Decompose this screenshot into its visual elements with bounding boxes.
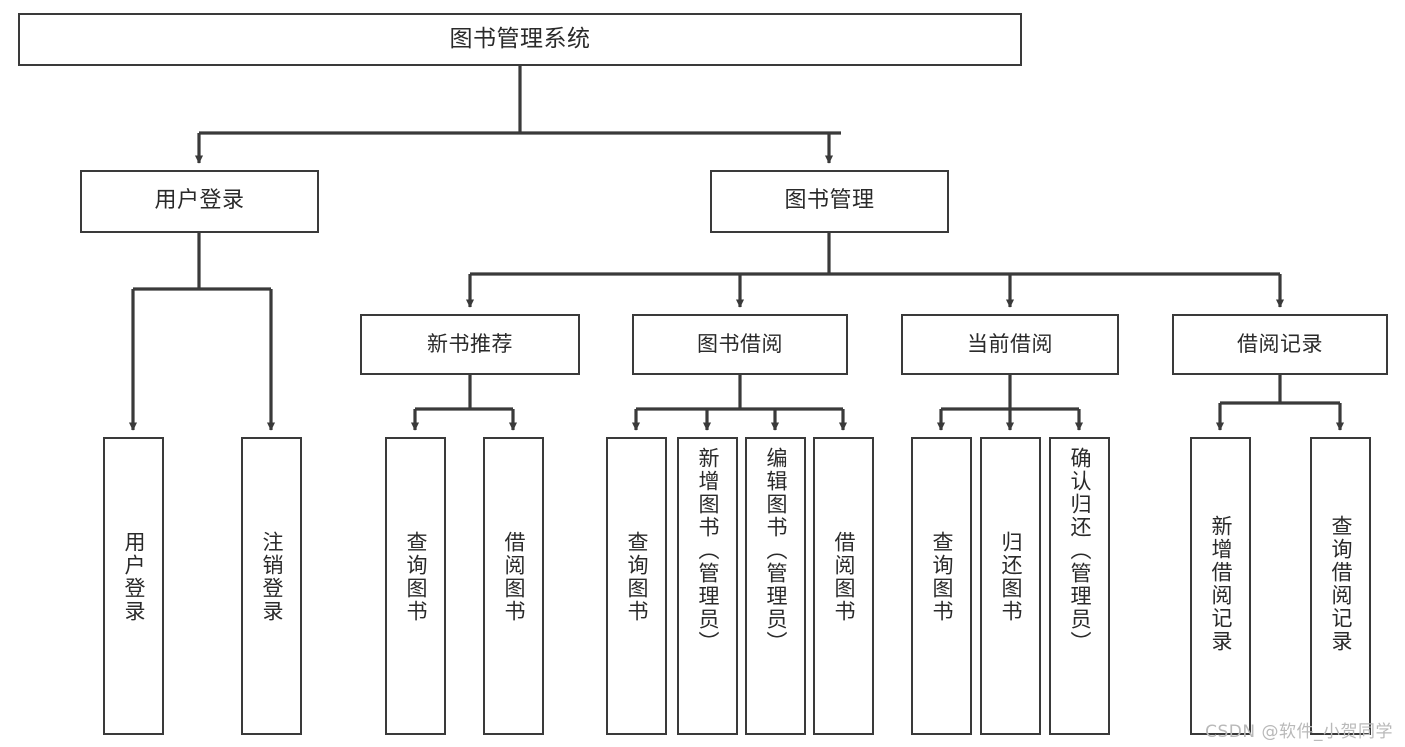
node-book-management[interactable]: 图书管理 (710, 170, 949, 233)
node-root-book-management-system[interactable]: 图书管理系统 (18, 13, 1022, 66)
leaf-new-book-borrow-books[interactable]: 借阅图书 (483, 437, 544, 735)
node-label: 查询图书 (625, 531, 649, 623)
leaf-borrow-query-books[interactable]: 查询图书 (606, 437, 667, 735)
node-label: 借阅图书 (832, 531, 856, 623)
node-label: 查询借阅记录 (1329, 515, 1353, 653)
node-new-book-recommend[interactable]: 新书推荐 (360, 314, 580, 375)
node-user-login[interactable]: 用户登录 (80, 170, 319, 233)
leaf-current-query-books[interactable]: 查询图书 (911, 437, 972, 735)
node-label: 确认归还（管理员） (1068, 447, 1092, 654)
node-label: 用户登录 (122, 531, 146, 623)
node-label: 当前借阅 (967, 331, 1053, 356)
leaf-current-confirm-return-admin[interactable]: 确认归还（管理员） (1049, 437, 1110, 735)
node-label: 编辑图书（管理员） (764, 447, 788, 654)
leaf-user-login-signout[interactable]: 注销登录 (241, 437, 302, 735)
node-label: 借阅图书 (502, 531, 526, 623)
node-label: 查询图书 (404, 531, 428, 623)
leaf-current-return-books[interactable]: 归还图书 (980, 437, 1041, 735)
node-label: 新增借阅记录 (1209, 515, 1233, 653)
leaf-borrow-add-book-admin[interactable]: 新增图书（管理员） (677, 437, 738, 735)
node-book-borrow[interactable]: 图书借阅 (632, 314, 848, 375)
leaf-record-query-borrow-record[interactable]: 查询借阅记录 (1310, 437, 1371, 735)
leaf-user-login-signin[interactable]: 用户登录 (103, 437, 164, 735)
leaf-borrow-borrow-books[interactable]: 借阅图书 (813, 437, 874, 735)
node-label: 图书借阅 (697, 331, 783, 356)
node-borrow-record[interactable]: 借阅记录 (1172, 314, 1388, 375)
node-label: 新书推荐 (427, 331, 513, 356)
node-label: 归还图书 (999, 531, 1023, 623)
leaf-new-book-query-books[interactable]: 查询图书 (385, 437, 446, 735)
leaf-record-add-borrow-record[interactable]: 新增借阅记录 (1190, 437, 1251, 735)
node-label: 图书管理系统 (449, 26, 591, 53)
node-label: 查询图书 (930, 531, 954, 623)
csdn-watermark: CSDN @软件_小贺同学 (1205, 722, 1393, 742)
node-current-borrow[interactable]: 当前借阅 (901, 314, 1119, 375)
node-label: 用户登录 (154, 188, 245, 214)
node-label: 图书管理 (784, 188, 875, 214)
node-label: 借阅记录 (1237, 331, 1323, 356)
node-label: 新增图书（管理员） (696, 447, 720, 654)
node-label: 注销登录 (260, 531, 284, 623)
leaf-borrow-edit-book-admin[interactable]: 编辑图书（管理员） (745, 437, 806, 735)
